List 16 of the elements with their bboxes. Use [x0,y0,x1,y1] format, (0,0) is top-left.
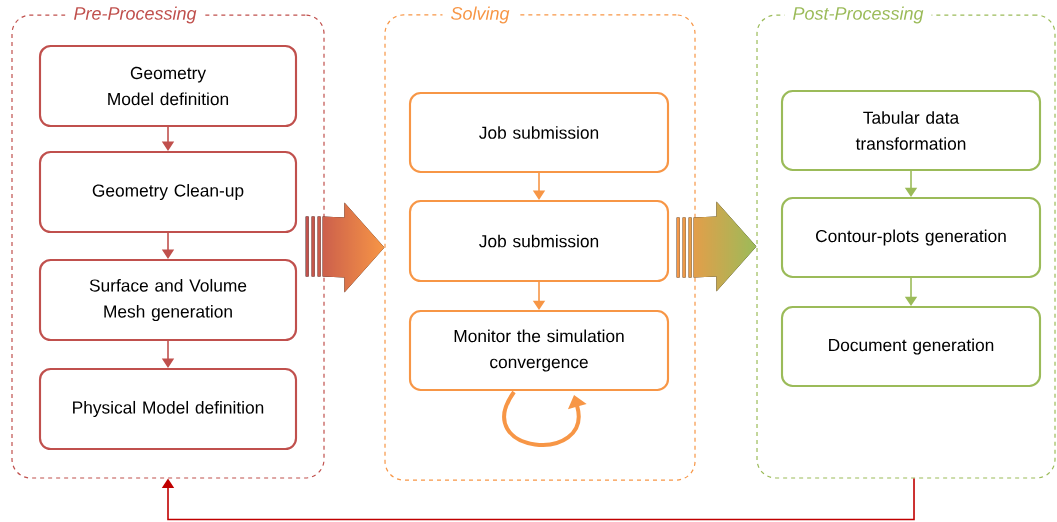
feedback-arrow [161,477,915,521]
process-box: Monitor the simulation convergence [408,309,670,392]
process-box: Geometry Model definition [38,44,298,128]
group-heading: Solving [442,5,518,25]
block-arrow [676,201,757,292]
process-box: Document generation [780,305,1042,388]
process-box: Contour-plots generation [780,196,1042,279]
process-box: Job submission [408,91,670,174]
group-heading: Pre-Processing [65,5,205,25]
process-box: Job submission [408,199,670,283]
process-box: Tabular data transformation [780,89,1042,172]
process-box: Physical Model definition [38,367,298,451]
process-box: Geometry Clean-up [38,150,298,234]
block-arrow [305,202,385,293]
group-heading: Post-Processing [784,5,932,25]
process-box: Surface and Volume Mesh generation [38,258,298,342]
